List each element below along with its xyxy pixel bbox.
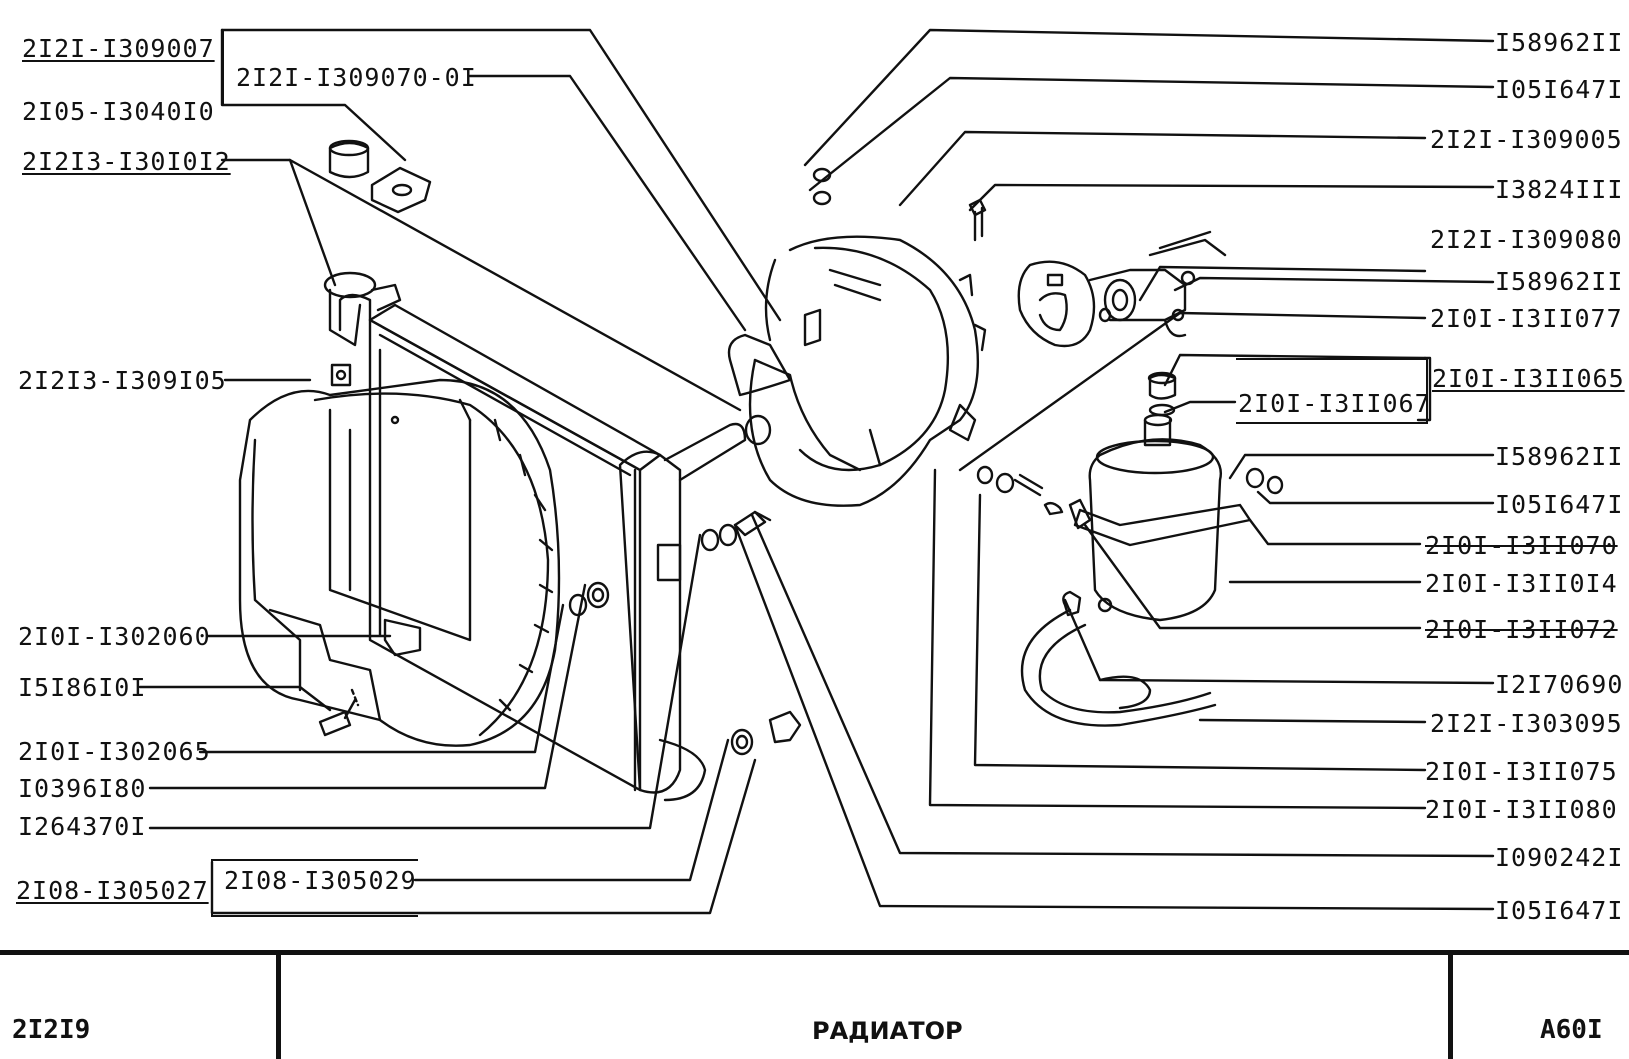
footer-code: A60I xyxy=(1540,1015,1603,1045)
footer-divider-right xyxy=(1448,953,1453,1059)
fan-motor xyxy=(968,198,1227,348)
label-part-2121-1309007: 2I2I-I309007 xyxy=(22,34,215,63)
radiator-body xyxy=(323,271,772,802)
fan-cowl xyxy=(727,235,987,507)
label-part-2121-1309005: 2I2I-I309005 xyxy=(1430,125,1623,154)
label-part-2101-1311014: 2I0I-I3II0I4 xyxy=(1425,569,1618,598)
small-fasteners xyxy=(318,167,1284,756)
label-part-2101-1311075: 2I0I-I3II075 xyxy=(1425,757,1618,786)
label-part-10396180: I0396I80 xyxy=(18,774,147,803)
label-part-15186101: I5I86I0I xyxy=(18,673,147,702)
label-part-12643701: I264370I xyxy=(18,812,147,841)
label-part-2101-1311077: 2I0I-I3II077 xyxy=(1430,304,1623,333)
label-part-2121-1309080: 2I2I-I309080 xyxy=(1430,225,1623,254)
label-part-2101-1302060: 2I0I-I302060 xyxy=(18,622,211,651)
label-part-2121-1303095: 2I2I-I303095 xyxy=(1430,709,1623,738)
label-part-15896211-a: I58962II xyxy=(1495,28,1624,57)
label-part-21213-1301012: 2I2I3-I30I0I2 xyxy=(22,147,231,176)
leader-lines-left xyxy=(138,28,782,915)
label-bracket xyxy=(222,29,474,106)
label-part-2101-1311070: 2I0I-I3II070 xyxy=(1425,531,1618,560)
expansion-tank xyxy=(1020,371,1252,727)
label-part-2101-1311065: 2I0I-I3II065 xyxy=(1432,364,1625,393)
label-part-10902421: I090242I xyxy=(1495,843,1624,872)
label-bracket-2 xyxy=(211,859,418,917)
label-part-2101-1302065: 2I0I-I302065 xyxy=(18,737,211,766)
label-part-10516471-b: I05I647I xyxy=(1495,490,1624,519)
label-part-10516471-a: I05I647I xyxy=(1495,75,1624,104)
label-part-21213-1309105: 2I2I3-I309I05 xyxy=(18,366,227,395)
label-part-2101-1311072: 2I0I-I3II072 xyxy=(1425,615,1618,644)
footer-model: 2I2I9 xyxy=(12,1015,91,1045)
label-part-2121-1309070-01: 2I2I-I309070-0I xyxy=(236,63,477,92)
filler-cap xyxy=(328,139,432,214)
label-bracket-3 xyxy=(1236,358,1428,424)
label-part-2101-1311067: 2I0I-I3II067 xyxy=(1238,389,1431,418)
label-part-2105-1304010: 2I05-I3040I0 xyxy=(22,97,215,126)
label-part-2108-1305029: 2I08-I305029 xyxy=(224,866,417,895)
label-part-15896211-c: I58962II xyxy=(1495,442,1624,471)
footer-rule xyxy=(0,950,1629,955)
footer-title: РАДИАТОР xyxy=(812,1017,963,1045)
label-part-2101-1311080: 2I0I-I3II080 xyxy=(1425,795,1618,824)
label-part-15896211-b: I58962II xyxy=(1495,267,1624,296)
footer-divider-left xyxy=(276,953,281,1059)
label-part-13824111: I3824III xyxy=(1495,175,1624,204)
label-part-12170690: I2I70690 xyxy=(1495,670,1624,699)
label-part-2108-1305027: 2I08-I305027 xyxy=(16,876,209,905)
fan-shroud xyxy=(238,378,561,747)
label-part-10516471-c: I05I647I xyxy=(1495,896,1624,925)
